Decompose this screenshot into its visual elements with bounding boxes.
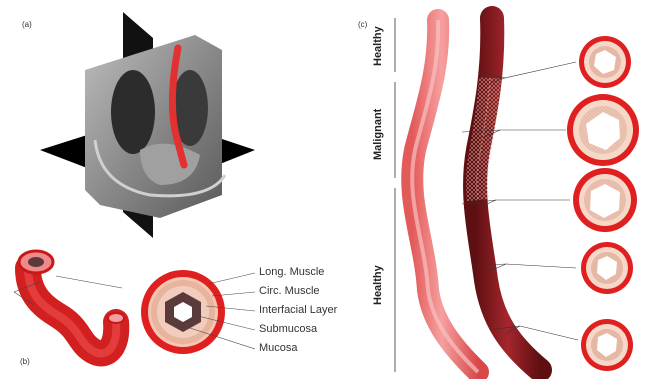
cross-section-4 (581, 242, 633, 294)
layered-cross-section (141, 270, 255, 354)
segment-lumen (28, 257, 44, 267)
layer-label-mucosa: Mucosa (259, 342, 298, 354)
layer-label-long-muscle: Long. Muscle (259, 266, 324, 278)
region-label-healthy-bottom: Healthy (372, 265, 384, 305)
layer-label-interfacial: Interfacial Layer (259, 304, 337, 316)
panel-label-b: (b) (20, 357, 30, 366)
ct-slices (40, 12, 255, 238)
cross-section-3 (573, 168, 637, 232)
panel-label-c: (c) (358, 20, 367, 29)
ct-lung-left (111, 70, 155, 154)
esophagus-segment (14, 251, 124, 353)
tumor-mesh (477, 78, 490, 200)
cross-section-1 (579, 36, 631, 88)
panel-label-a: (a) (22, 20, 32, 29)
layer-label-circ-muscle: Circ. Muscle (259, 285, 320, 297)
region-label-healthy-top: Healthy (372, 26, 384, 66)
cross-section-5 (581, 319, 633, 371)
cross-section-2 (567, 94, 639, 166)
layer-label-submucosa: Submucosa (259, 323, 317, 335)
region-label-malignant: Malignant (372, 109, 384, 160)
segment-bottom-opening (108, 313, 124, 323)
